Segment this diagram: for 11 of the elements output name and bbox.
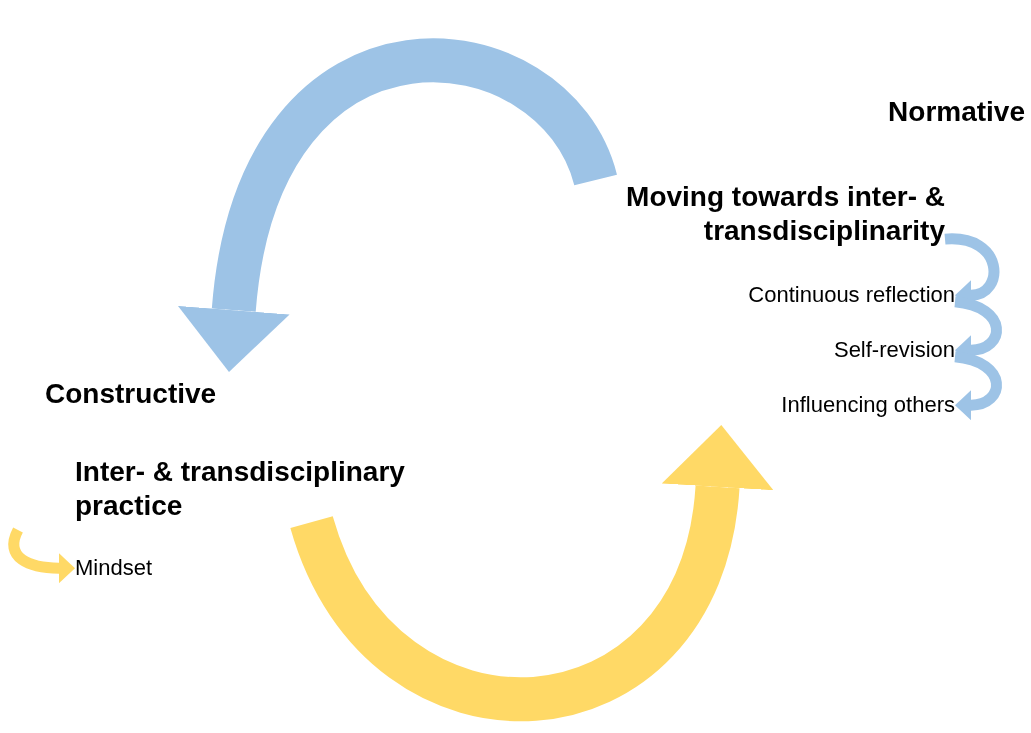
curved-arrow: [954, 351, 1002, 421]
heading-text: Moving towards inter- & transdisciplinarity: [548, 180, 945, 248]
step-text: Influencing others: [781, 392, 955, 419]
curved-arrow: [8, 527, 75, 584]
heading-text: Inter- & transdisciplinary practice: [75, 455, 490, 523]
group-heading: Normative: [888, 95, 1025, 129]
curved-arrow: [291, 425, 773, 721]
step-text: Self-revision: [833, 337, 955, 364]
step-text: Continuous reflection: [748, 282, 955, 309]
step-text: Mindset: [75, 555, 153, 582]
group-heading: Constructive: [45, 377, 217, 411]
